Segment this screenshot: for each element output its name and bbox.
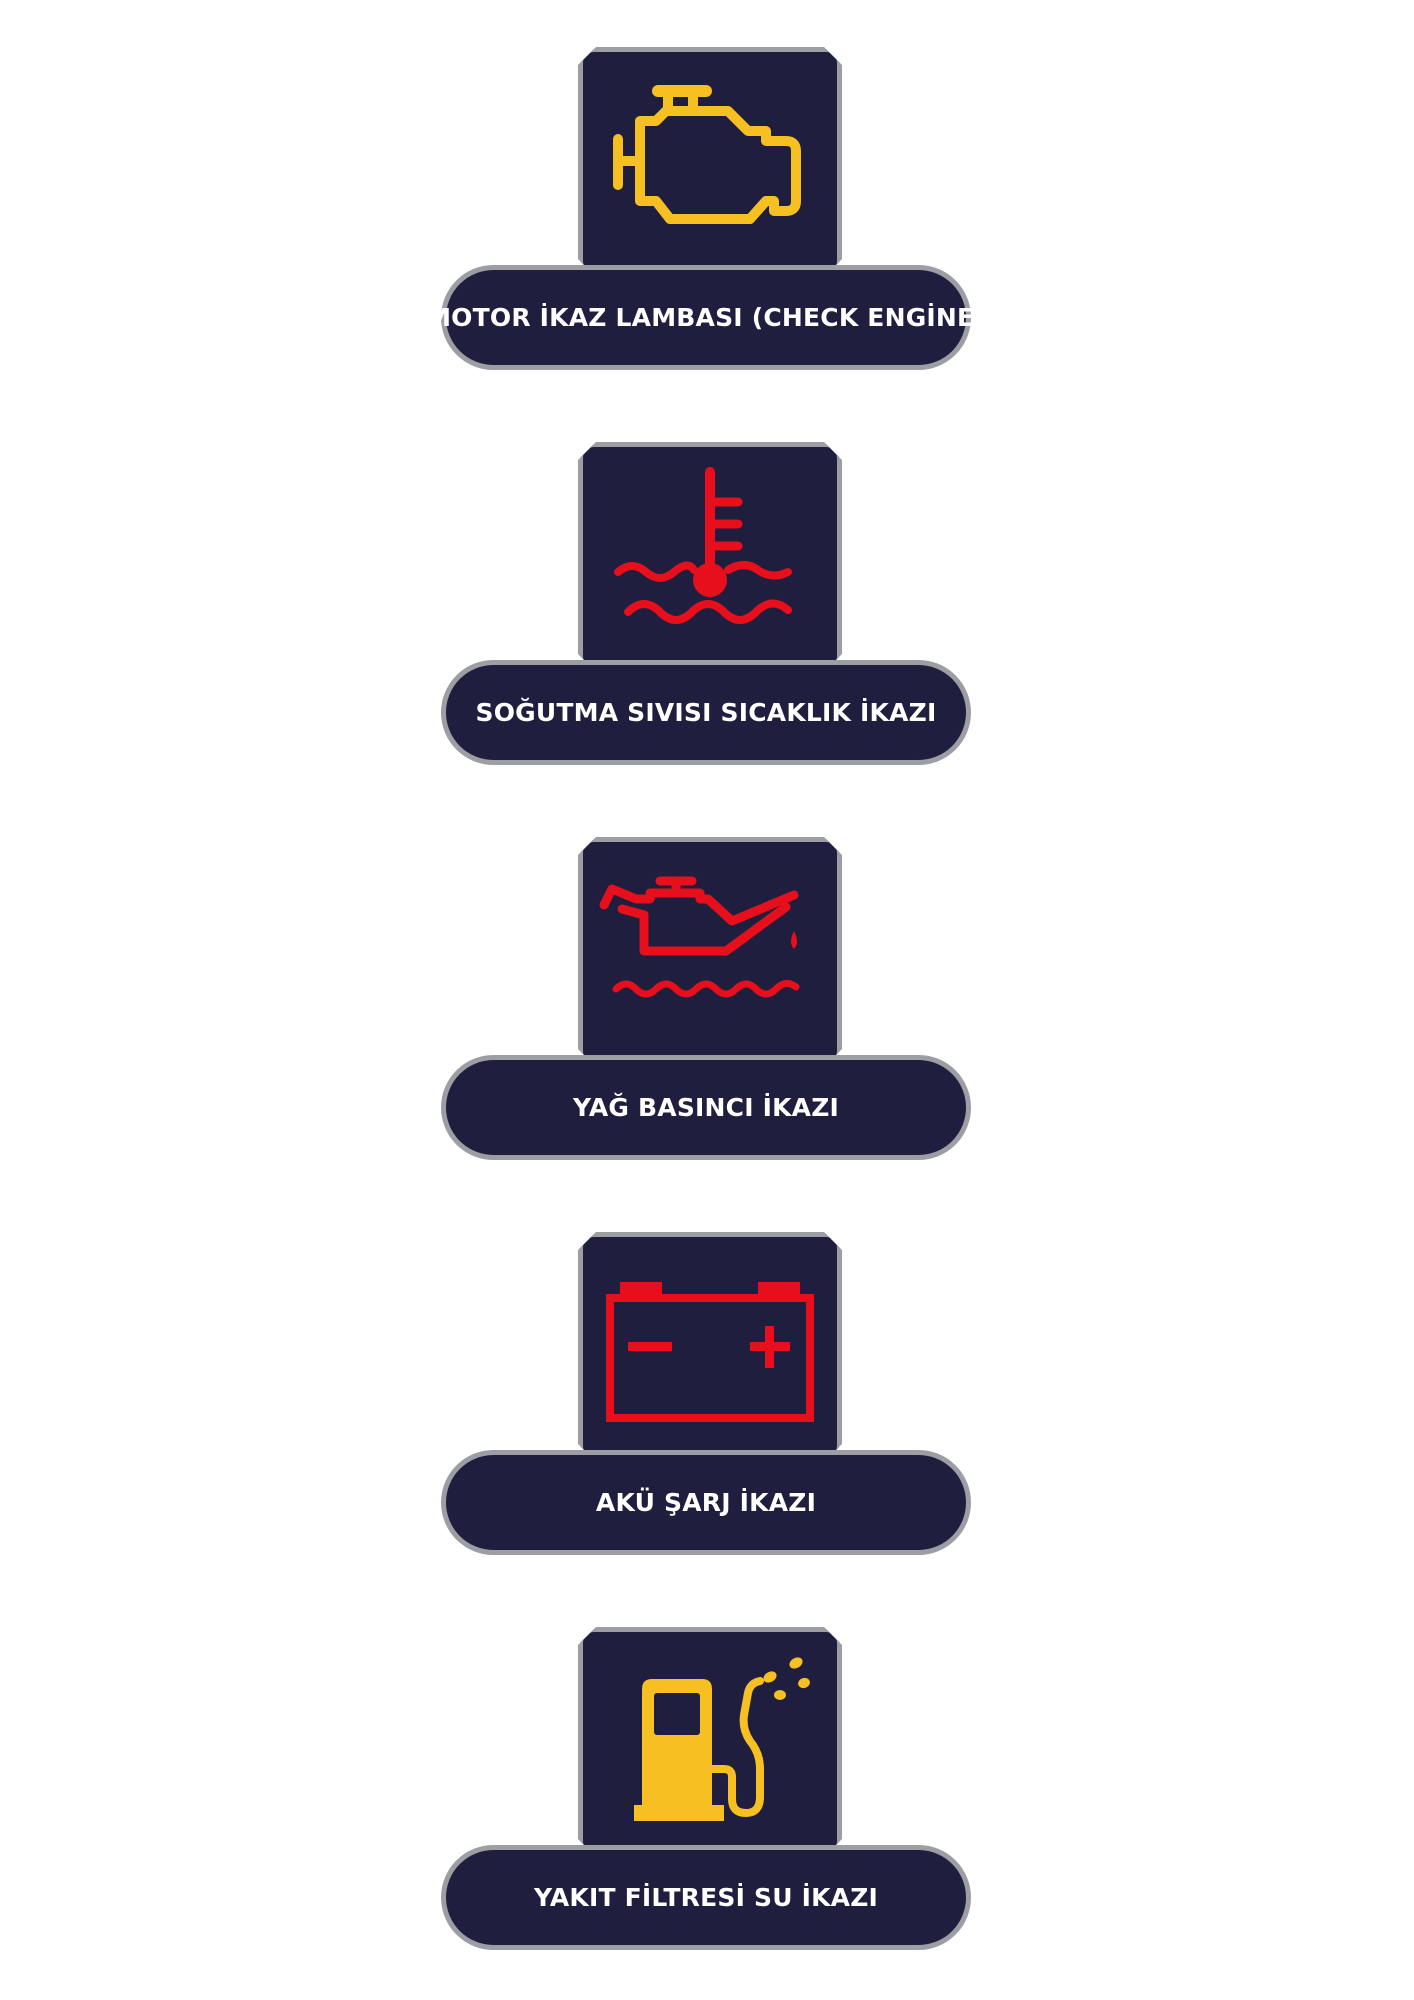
warning-label-text: SOĞUTMA SIVISI SICAKLIK İKAZI <box>475 698 937 727</box>
coolant-temperature-icon <box>614 467 792 624</box>
fuel-filter-water-icon <box>634 1657 810 1821</box>
warning-label: SOĞUTMA SIVISI SICAKLIK İKAZI <box>441 660 971 765</box>
warning-label: MOTOR İKAZ LAMBASI (CHECK ENGİNE) <box>426 265 986 370</box>
warning-label: YAKIT FİLTRESİ SU İKAZI <box>441 1845 971 1950</box>
warning-label-text: YAĞ BASINCI İKAZI <box>572 1093 840 1122</box>
warning-label-text: AKÜ ŞARJ İKAZI <box>595 1488 817 1517</box>
warning-card-check-engine: MOTOR İKAZ LAMBASI (CHECK ENGİNE) <box>0 47 1414 377</box>
oil-pressure-icon <box>599 876 800 998</box>
warning-label-text: YAKIT FİLTRESİ SU İKAZI <box>533 1883 879 1912</box>
battery-charge-icon <box>606 1282 814 1422</box>
warning-card-battery-charge: AKÜ ŞARJ İKAZI <box>0 1232 1414 1562</box>
warning-card-oil-pressure: YAĞ BASINCI İKAZI <box>0 837 1414 1167</box>
warning-label: YAĞ BASINCI İKAZI <box>441 1055 971 1160</box>
warning-card-fuel-filter-water: YAKIT FİLTRESİ SU İKAZI <box>0 1627 1414 1957</box>
warning-label-text: MOTOR İKAZ LAMBASI (CHECK ENGİNE) <box>426 303 986 332</box>
check-engine-icon <box>613 85 801 224</box>
warning-label: AKÜ ŞARJ İKAZI <box>441 1450 971 1555</box>
warning-card-coolant-temperature: SOĞUTMA SIVISI SICAKLIK İKAZI <box>0 442 1414 772</box>
